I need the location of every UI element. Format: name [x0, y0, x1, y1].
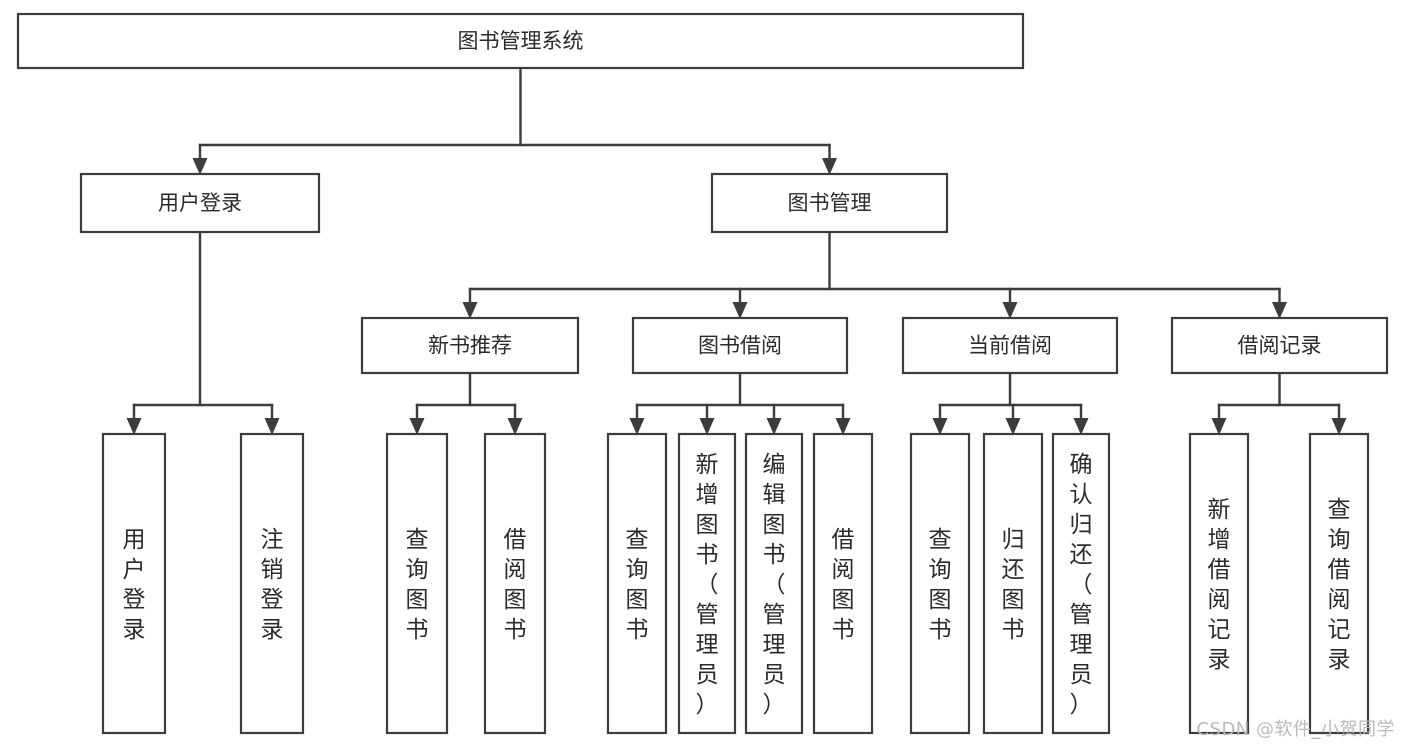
node-l2-new-book-rec[interactable]: 新书推荐: [360, 316, 580, 375]
node-box: [1308, 432, 1370, 735]
node-layer: 图书管理系统用户登录图书管理新书推荐图书借阅当前借阅借阅记录用户登录注销登录查询…: [16, 12, 1389, 735]
edge-group-l2-borrow-record: [1211, 371, 1347, 435]
node-l3-add-book[interactable]: 新增图书（管理员）: [677, 432, 737, 735]
arrow-head-icon: [409, 418, 425, 435]
arrow-head-icon: [264, 418, 280, 435]
node-label: 查询图书: [626, 527, 649, 643]
node-l3-return-book[interactable]: 归还图书: [982, 432, 1044, 735]
node-box: [744, 432, 804, 735]
node-l1-user-login[interactable]: 用户登录: [79, 172, 321, 234]
arrow-head-icon: [462, 302, 478, 319]
node-label: 图书管理系统: [458, 29, 584, 53]
node-l3-query-book-a[interactable]: 查询图书: [385, 432, 449, 735]
edge-group-l2-new-book-rec: [409, 371, 523, 435]
node-label: 图书管理: [788, 191, 872, 215]
connector-layer: [126, 66, 1347, 435]
node-root[interactable]: 图书管理系统: [16, 12, 1025, 70]
node-l3-edit-book[interactable]: 编辑图书（管理员）: [744, 432, 804, 735]
arrow-head-icon: [126, 418, 142, 435]
node-box: [1188, 432, 1250, 735]
node-box: [483, 432, 547, 735]
node-l2-current-borrow[interactable]: 当前借阅: [901, 316, 1119, 375]
node-label: 当前借阅: [968, 334, 1052, 358]
arrow-head-icon: [835, 418, 851, 435]
node-box: [631, 316, 849, 375]
node-box: [812, 432, 874, 735]
node-box: [101, 432, 167, 735]
edge-group-l1-user-login: [126, 230, 280, 435]
node-label: 新书推荐: [428, 334, 512, 358]
node-box: [710, 172, 949, 234]
node-l3-query-record[interactable]: 查询借阅记录: [1308, 432, 1370, 735]
node-label: 归还图书: [1002, 527, 1025, 643]
node-label: 新增借阅记录: [1208, 497, 1231, 673]
node-l2-user-login-leaf[interactable]: 用户登录: [101, 432, 167, 735]
node-box: [1051, 432, 1111, 735]
node-box: [982, 432, 1044, 735]
arrow-head-icon: [1211, 418, 1227, 435]
node-label: 用户登录: [123, 527, 146, 643]
node-box: [79, 172, 321, 234]
node-label: 借阅图书: [832, 527, 855, 643]
node-box: [901, 316, 1119, 375]
node-l3-borrow-book-b[interactable]: 借阅图书: [812, 432, 874, 735]
node-box: [1170, 316, 1389, 375]
node-l2-book-borrow[interactable]: 图书借阅: [631, 316, 849, 375]
node-label: 新增图书（管理员）: [696, 452, 719, 718]
node-l3-borrow-book-a[interactable]: 借阅图书: [483, 432, 547, 735]
node-box: [239, 432, 305, 735]
arrow-head-icon: [1002, 302, 1018, 319]
edge-group-l2-book-borrow: [629, 371, 851, 435]
arrow-head-icon: [507, 418, 523, 435]
node-label: 借阅记录: [1238, 334, 1322, 358]
edge-group-root: [192, 66, 837, 175]
node-box: [16, 12, 1025, 70]
node-box: [360, 316, 580, 375]
node-l3-confirm-return[interactable]: 确认归还（管理员）: [1051, 432, 1111, 735]
arrow-head-icon: [1272, 302, 1287, 319]
node-label: 查询图书: [406, 527, 429, 643]
node-l3-query-book-c[interactable]: 查询图书: [909, 432, 971, 735]
node-label: 注销登录: [261, 527, 284, 643]
node-box: [606, 432, 668, 735]
arrow-head-icon: [1331, 418, 1347, 435]
node-label: 图书借阅: [698, 334, 782, 358]
arrow-head-icon: [822, 158, 837, 175]
arrow-head-icon: [1005, 418, 1021, 435]
node-label: 编辑图书（管理员）: [763, 452, 786, 718]
node-box: [677, 432, 737, 735]
arrow-head-icon: [699, 418, 715, 435]
node-l3-add-record[interactable]: 新增借阅记录: [1188, 432, 1250, 735]
arrow-head-icon: [932, 418, 948, 435]
node-box: [909, 432, 971, 735]
node-box: [385, 432, 449, 735]
node-l2-borrow-record[interactable]: 借阅记录: [1170, 316, 1389, 375]
edge-group-l2-current-borrow: [932, 371, 1089, 435]
arrow-head-icon: [766, 418, 782, 435]
edge-group-l1-book-mgmt: [462, 230, 1287, 319]
arrow-head-icon: [629, 418, 645, 435]
arrow-head-icon: [1073, 418, 1089, 435]
node-label: 借阅图书: [504, 527, 527, 643]
node-label: 查询图书: [929, 527, 952, 643]
arrow-head-icon: [732, 302, 748, 319]
node-label: 确认归还（管理员）: [1070, 452, 1093, 718]
node-label: 查询借阅记录: [1328, 497, 1351, 673]
node-l2-logout-leaf[interactable]: 注销登录: [239, 432, 305, 735]
node-l3-query-book-b[interactable]: 查询图书: [606, 432, 668, 735]
node-l1-book-mgmt[interactable]: 图书管理: [710, 172, 949, 234]
node-label: 用户登录: [158, 191, 242, 215]
arrow-head-icon: [192, 158, 208, 175]
